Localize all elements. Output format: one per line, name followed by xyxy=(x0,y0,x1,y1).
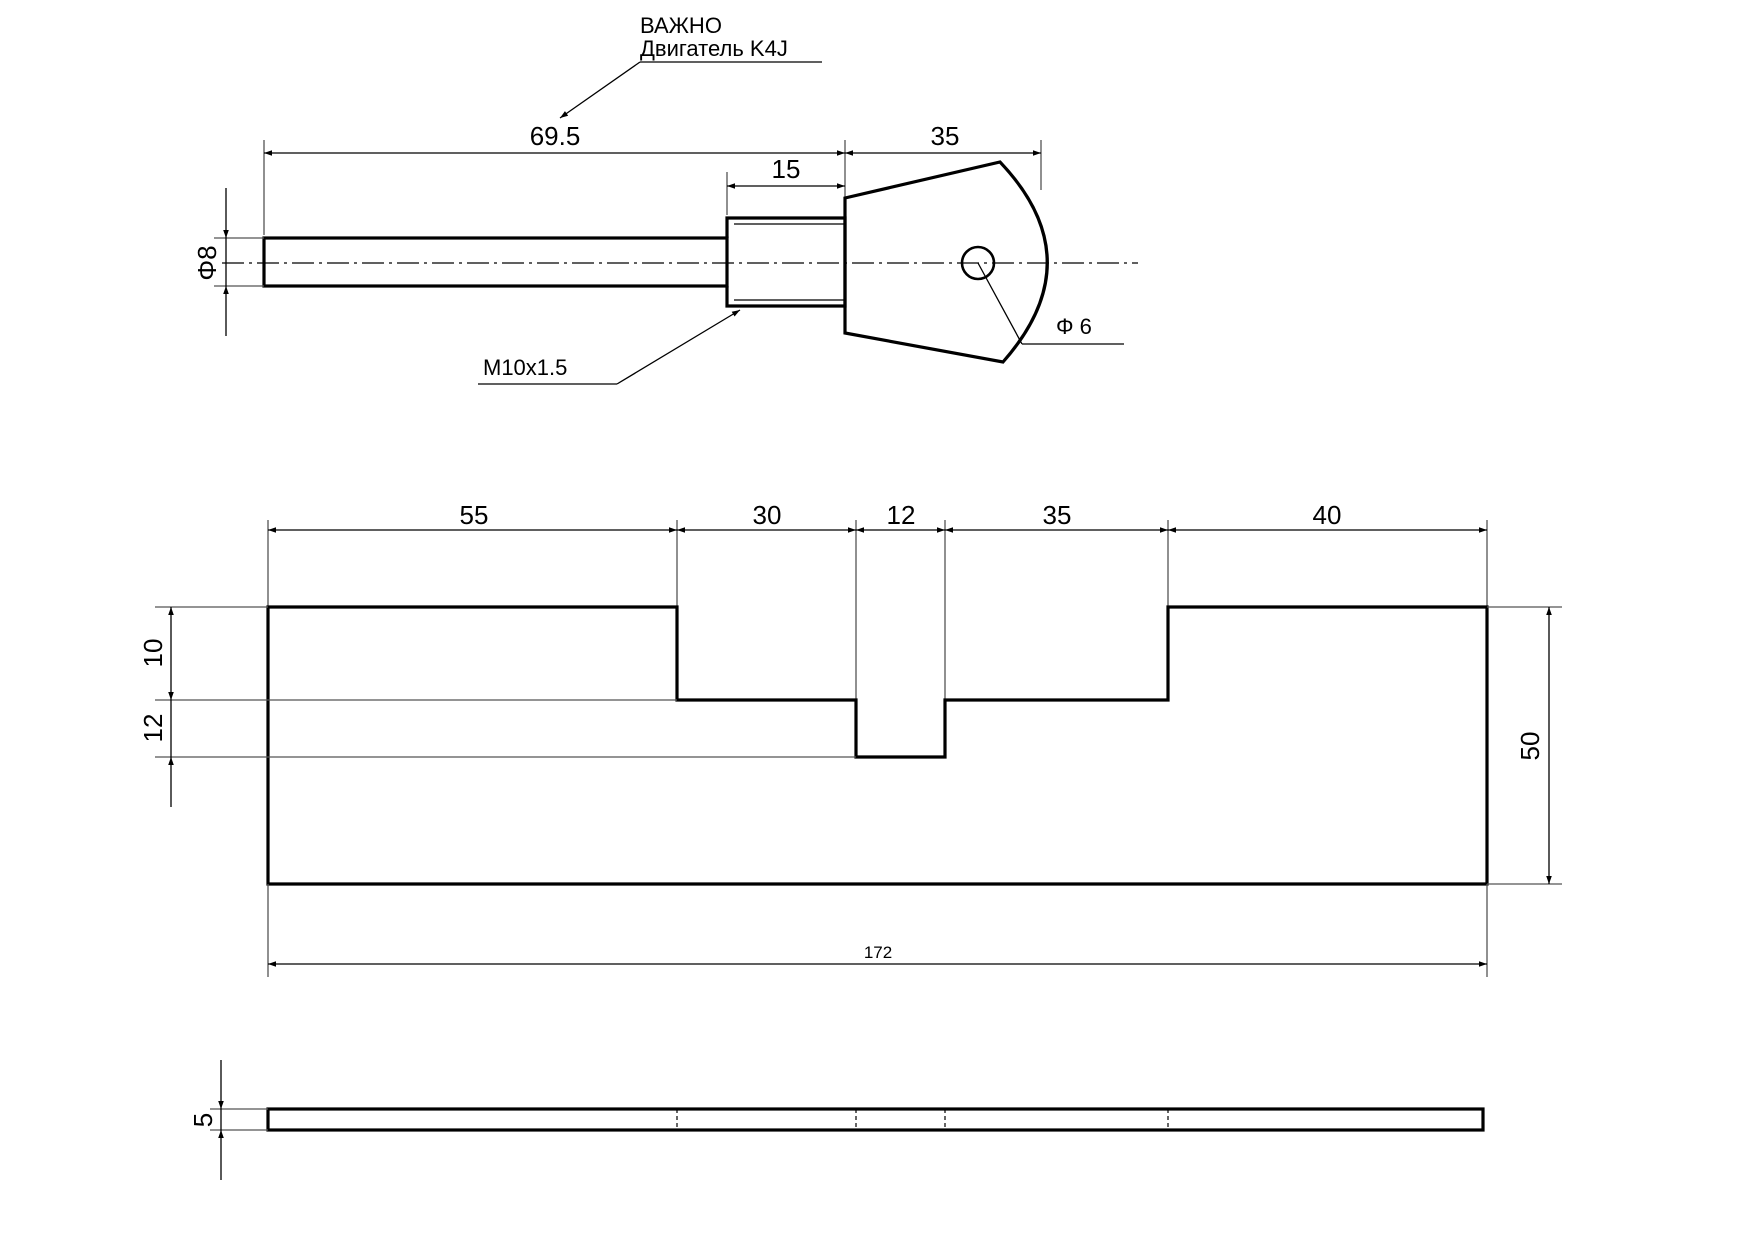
dim-seg-40: 40 xyxy=(1313,500,1342,530)
dim-thickness: 5 xyxy=(188,1113,218,1127)
plate-side-view: 5 xyxy=(188,1060,1485,1180)
dim-shaft-diameter: Φ8 xyxy=(192,245,222,280)
key-head xyxy=(843,160,1049,364)
dim-overall-length: 69.5 xyxy=(530,121,581,151)
key-thread-section xyxy=(725,216,847,308)
note-leader-arrow xyxy=(559,61,641,119)
plate-top-view: 55 30 12 35 40 10 12 50 172 xyxy=(138,500,1562,977)
dim-total-length: 172 xyxy=(864,943,892,962)
note-callout: ВАЖНО Двигатель K4J xyxy=(559,13,822,119)
thread-leader-arrow xyxy=(616,309,741,385)
note-subtitle: Двигатель K4J xyxy=(640,36,788,61)
plate-side-outline xyxy=(266,1107,1485,1132)
dim-head-length: 35 xyxy=(931,121,960,151)
dim-seg-55: 55 xyxy=(460,500,489,530)
key-shaft xyxy=(262,236,729,288)
dim-hole-diameter: Φ 6 xyxy=(1056,314,1092,339)
dim-thread-length: 15 xyxy=(772,154,801,184)
dim-height: 50 xyxy=(1515,732,1545,761)
note-title: ВАЖНО xyxy=(640,13,722,38)
plate-outline xyxy=(266,605,1489,886)
dim-left-step: 10 xyxy=(138,639,168,668)
dim-seg-12: 12 xyxy=(887,500,916,530)
dim-left-slot: 12 xyxy=(138,714,168,743)
hole-leader xyxy=(977,262,1023,345)
key-view: 69.5 35 15 Φ8 M10x1.5 Φ 6 xyxy=(192,121,1138,385)
dim-seg-30: 30 xyxy=(753,500,782,530)
dim-seg-35: 35 xyxy=(1043,500,1072,530)
thread-label: M10x1.5 xyxy=(483,355,567,380)
